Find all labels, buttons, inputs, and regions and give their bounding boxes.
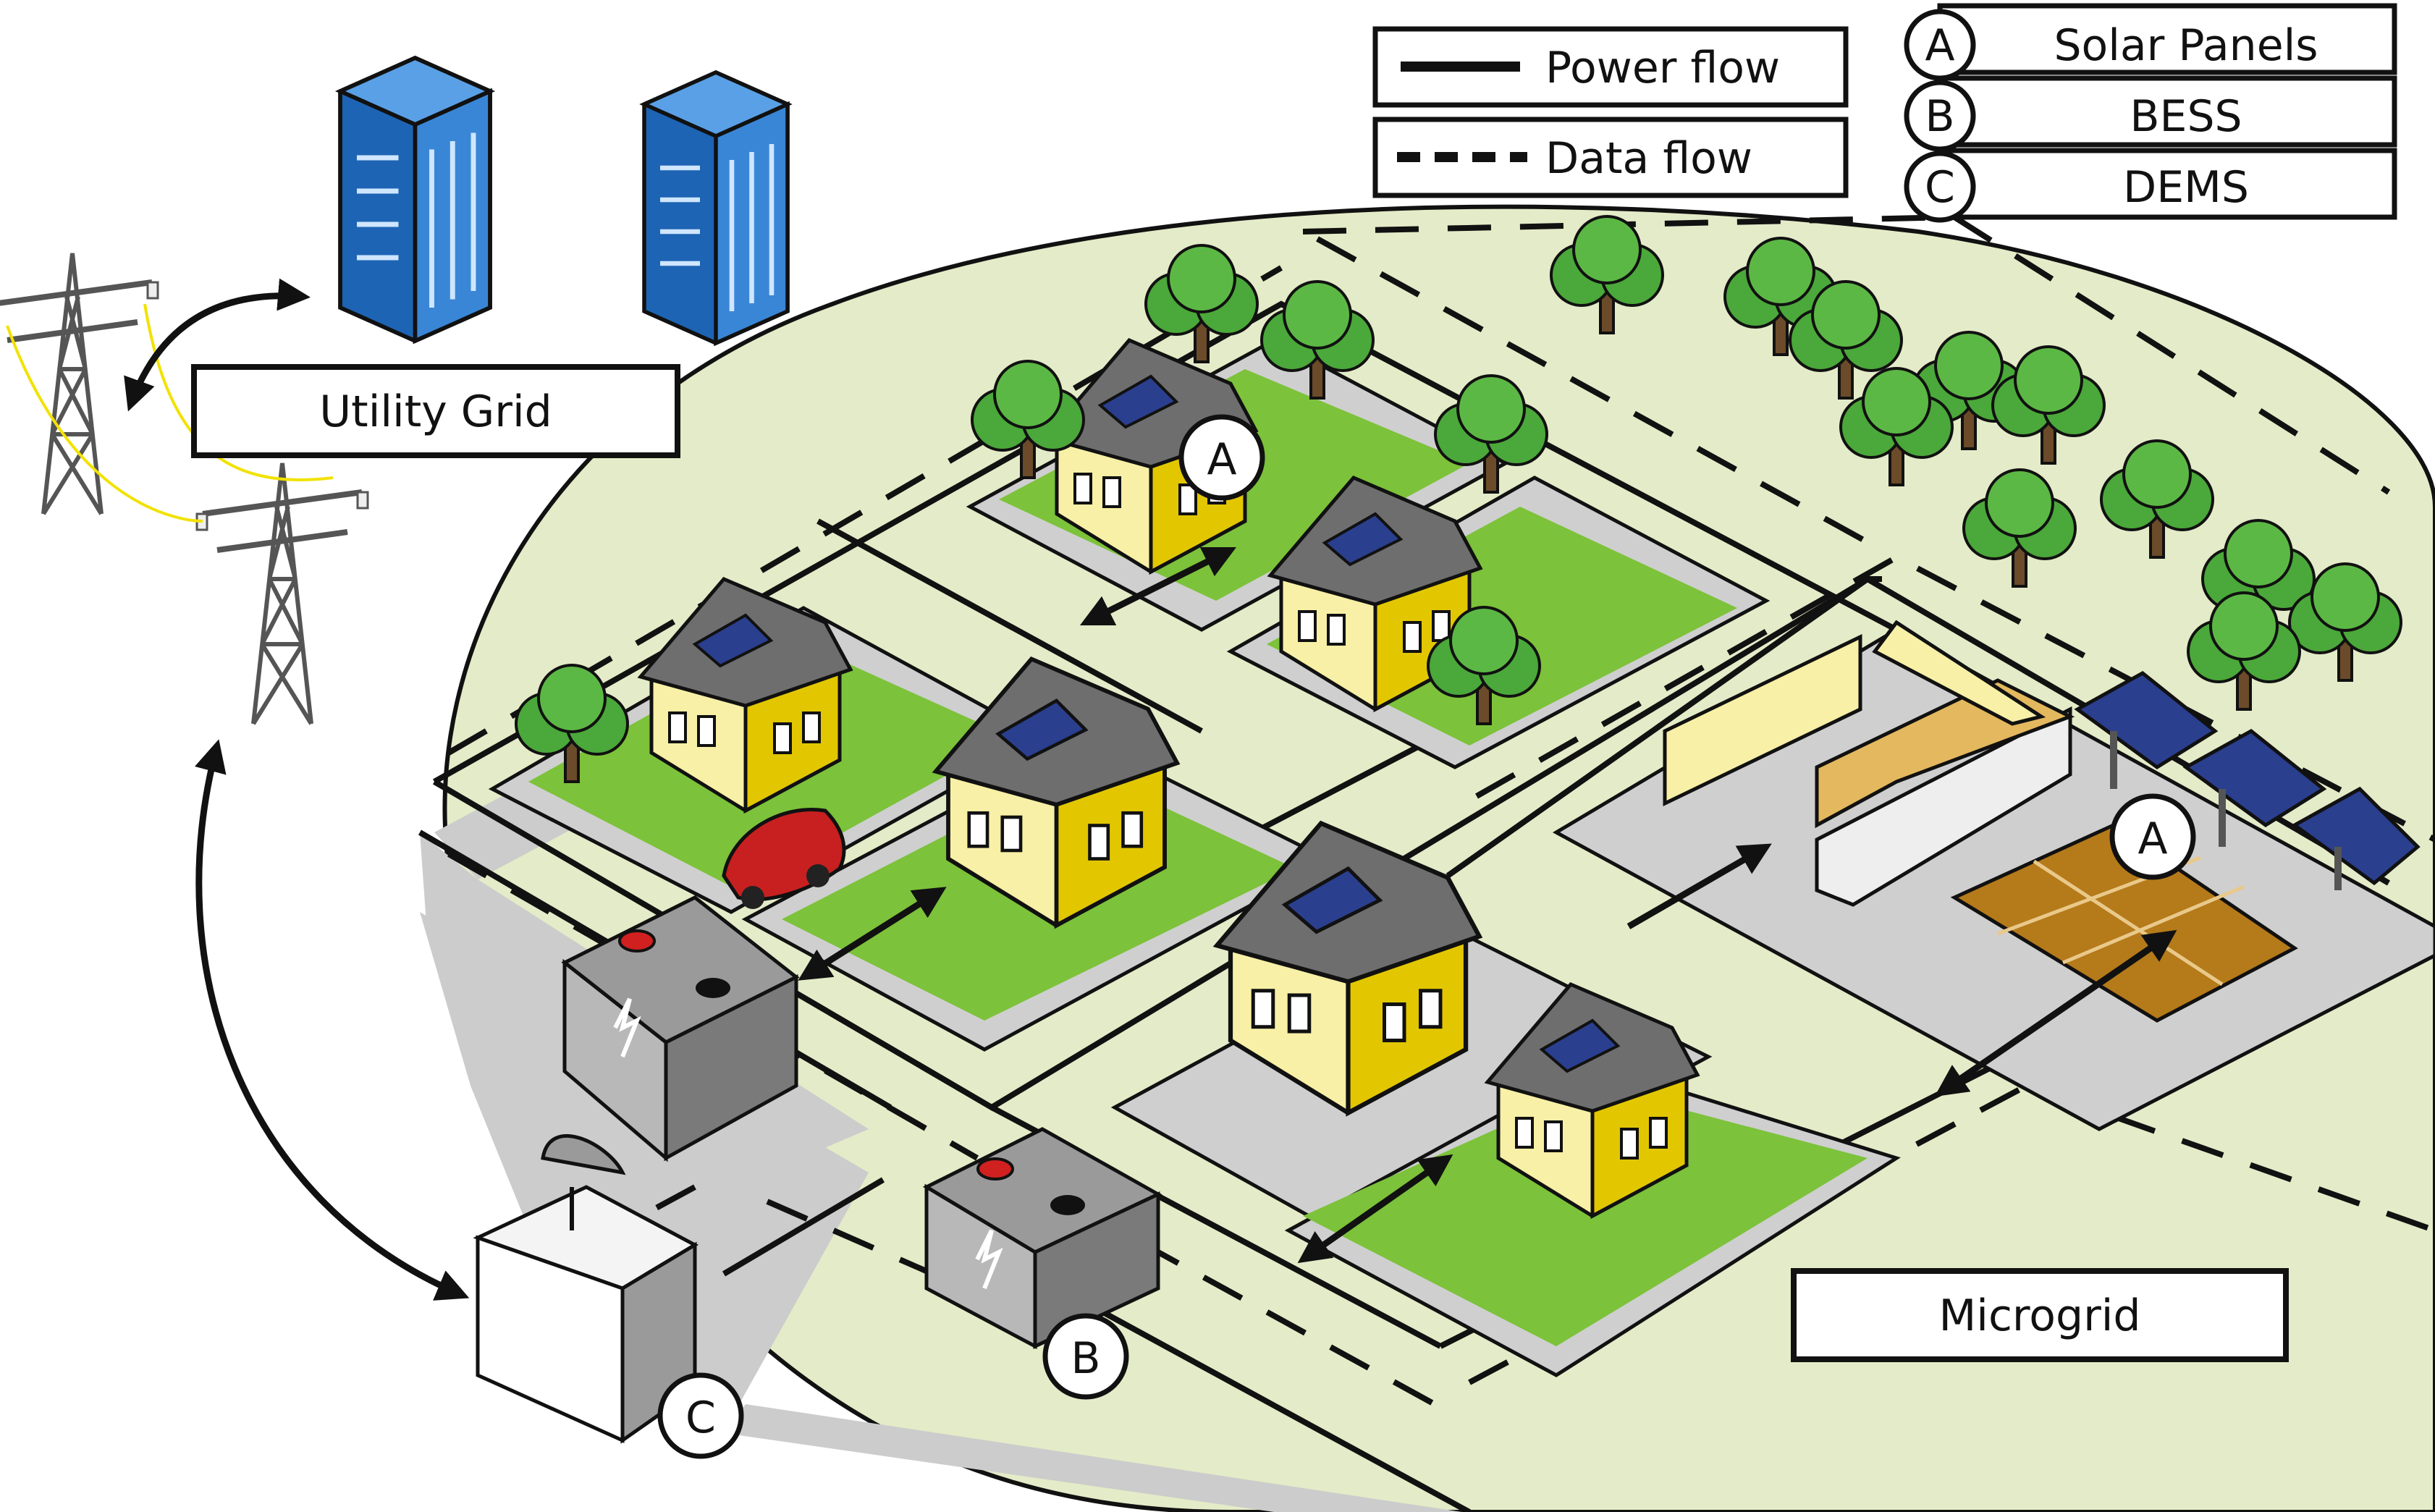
svg-text:B: B (1925, 91, 1954, 142)
legend-item-b: B BESS (1904, 75, 2397, 152)
svg-text:A: A (1207, 434, 1236, 485)
office-building-1 (340, 58, 490, 341)
legend-item-a: A Solar Panels (1904, 3, 2397, 81)
legend-item-c: C DEMS (1904, 148, 2397, 223)
marker-c: C (657, 1372, 744, 1459)
svg-text:Microgrid: Microgrid (1939, 1291, 2141, 1341)
office-building-2 (644, 72, 788, 343)
svg-text:Solar Panels: Solar Panels (2054, 20, 2318, 71)
solar-farm (2074, 671, 2421, 890)
svg-text:C: C (685, 1393, 716, 1443)
marker-a-house: A (1178, 414, 1265, 501)
svg-text:DEMS: DEMS (2123, 162, 2249, 213)
microgrid-label: Microgrid (1791, 1268, 2289, 1362)
pylon-right (197, 463, 368, 724)
legend-power-flow-label: Power flow (1545, 43, 1780, 93)
battery-2 (922, 1127, 1162, 1350)
marker-a-solar-farm: A (2109, 793, 2196, 880)
svg-text:C: C (1925, 162, 1955, 213)
commercial-facility (1663, 620, 2075, 907)
electric-car (722, 808, 846, 909)
legend-data-flow-label: Data flow (1545, 133, 1752, 184)
flow-arrows (124, 278, 2177, 1301)
svg-text:BESS: BESS (2130, 91, 2242, 142)
marker-b: B (1042, 1313, 1129, 1400)
utility-grid-label: Utility Grid (191, 364, 680, 458)
legend: Power flow Data flow A Solar Panels B BE… (1372, 3, 2397, 223)
svg-text:A: A (2138, 814, 2167, 864)
battery-1 (561, 895, 800, 1162)
svg-text:Utility Grid: Utility Grid (319, 387, 552, 437)
pylon-left (0, 253, 158, 514)
svg-text:B: B (1071, 1333, 1100, 1384)
svg-text:A: A (1925, 20, 1954, 71)
